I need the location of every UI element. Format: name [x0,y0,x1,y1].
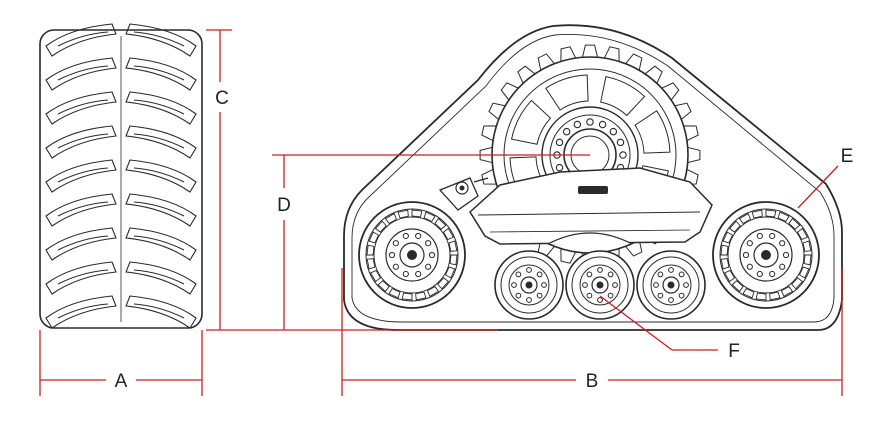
callout-label-e: E [841,146,854,167]
track-system [343,24,843,331]
dimension-label-d: D [277,195,291,216]
bogie-wheel-1 [494,250,564,320]
dimension-label-a: A [115,371,128,392]
tread-lugs [45,23,197,329]
bogie-wheel-2 [565,250,635,320]
dimension-lines [39,29,843,396]
idler-wheel-left [358,201,466,309]
dimension-label-c: C [215,88,229,109]
mount-bracket [438,177,489,211]
idler-wheel-right [712,201,820,309]
tire-tread-view [39,23,203,329]
track-frame [438,167,713,245]
bogie-wheel-3 [636,250,706,320]
track-belt-inner [351,34,835,323]
callout-label-f: F [728,341,740,362]
dimension-label-b: B [586,371,599,392]
